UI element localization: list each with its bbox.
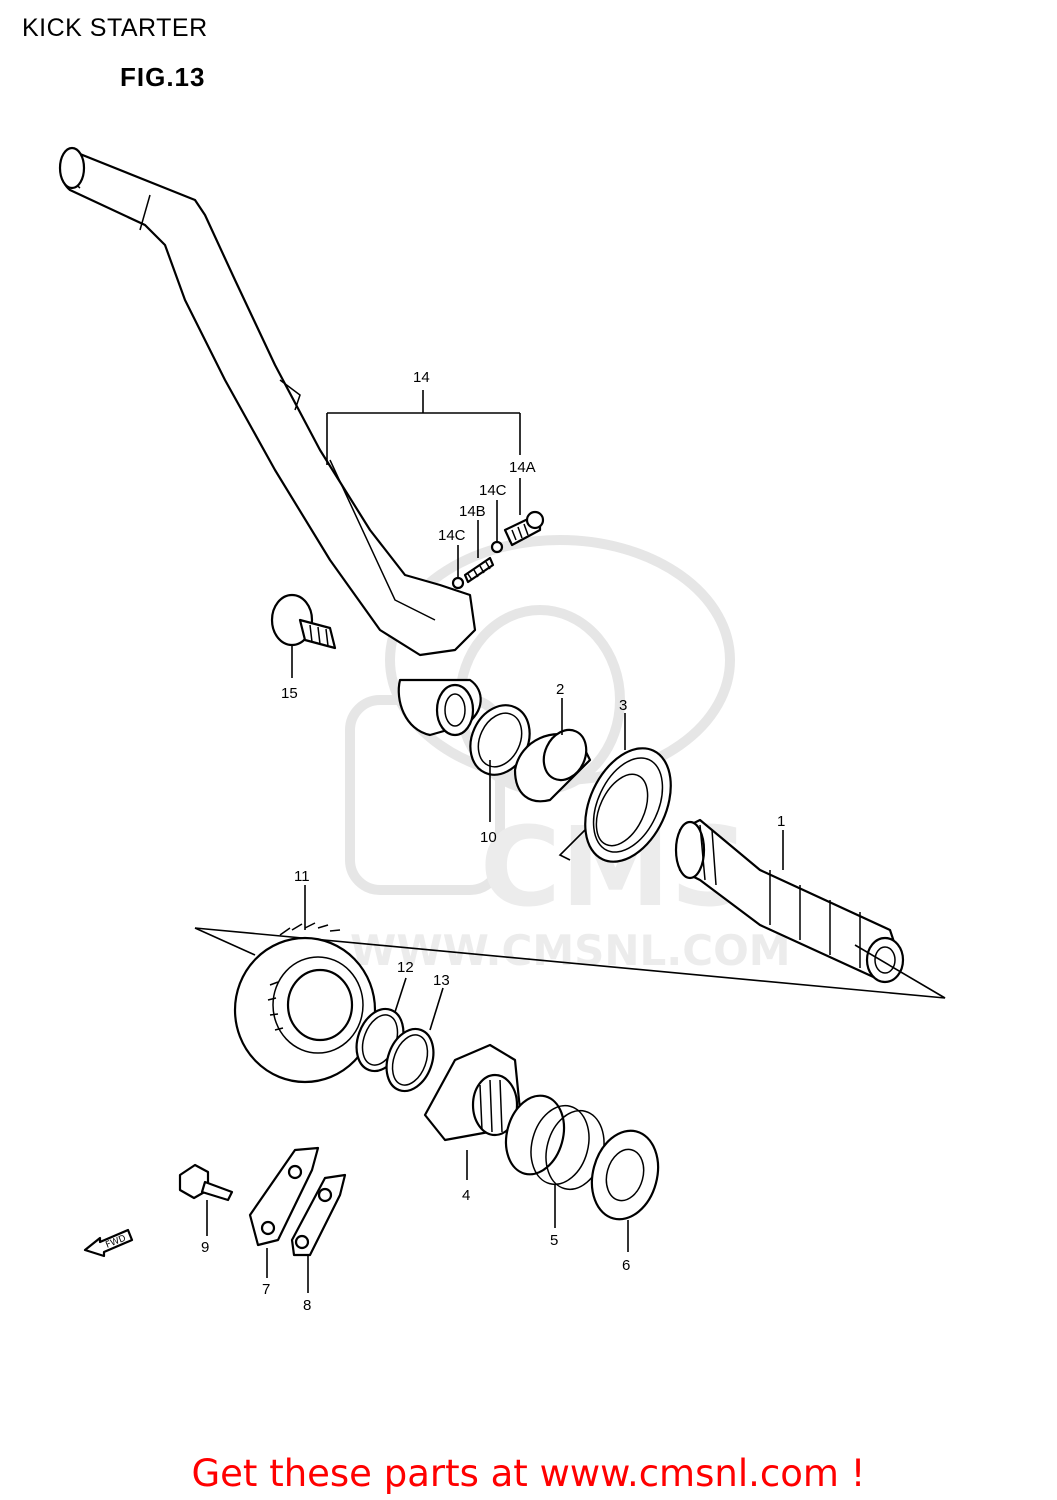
watermark-url: WWW.CMSNL.COM bbox=[350, 926, 791, 975]
figure-label: FIG.13 bbox=[120, 62, 206, 92]
callout-8: 8 bbox=[303, 1297, 311, 1314]
callout-14b: 14B bbox=[459, 503, 486, 520]
callout-11: 11 bbox=[294, 868, 310, 885]
callout-9: 9 bbox=[201, 1239, 209, 1256]
fwd-label: FWD bbox=[104, 1234, 127, 1251]
page-title: KICK STARTER bbox=[22, 14, 208, 42]
callout-7: 7 bbox=[262, 1281, 270, 1298]
leader-lines bbox=[206, 390, 784, 1293]
callout-3: 3 bbox=[619, 697, 627, 714]
assembly-guide-lines bbox=[194, 927, 946, 999]
part-2-bushing[interactable] bbox=[513, 723, 594, 803]
callout-10: 10 bbox=[480, 829, 497, 846]
get-parts-link[interactable]: Get these parts at www.cmsnl.com ! bbox=[191, 1452, 866, 1495]
part-13-circlip[interactable] bbox=[378, 1022, 441, 1097]
part-4-ratchet[interactable] bbox=[423, 1043, 522, 1142]
callout-14c-lower: 14C bbox=[438, 527, 466, 544]
part-8-plate[interactable] bbox=[290, 1173, 347, 1257]
part-10-seal[interactable] bbox=[459, 696, 540, 785]
callout-14: 14 bbox=[413, 369, 430, 386]
part-14-detent[interactable] bbox=[451, 510, 545, 590]
callout-14c-upper: 14C bbox=[479, 482, 507, 499]
part-15-bolt[interactable] bbox=[270, 593, 337, 650]
callout-5: 5 bbox=[550, 1232, 558, 1249]
part-11-gear[interactable] bbox=[233, 922, 377, 1084]
callout-2: 2 bbox=[556, 681, 564, 698]
part-1-shaft[interactable] bbox=[674, 818, 905, 984]
callout-12: 12 bbox=[397, 959, 414, 976]
kick-lever[interactable] bbox=[58, 146, 482, 737]
callout-4: 4 bbox=[462, 1187, 470, 1204]
part-7-plate[interactable] bbox=[248, 1146, 320, 1247]
part-9-bolt[interactable] bbox=[178, 1163, 234, 1202]
part-6-washer[interactable] bbox=[582, 1123, 667, 1226]
callouts: 14 14A 14C 14B 14C 15 2 3 10 1 11 12 13 … bbox=[201, 369, 785, 1314]
callout-6: 6 bbox=[622, 1257, 630, 1274]
fwd-arrow-icon: FWD bbox=[83, 1228, 134, 1258]
callout-1: 1 bbox=[777, 813, 785, 830]
part-3-spring[interactable] bbox=[558, 735, 688, 876]
callout-13: 13 bbox=[433, 972, 450, 989]
callout-14a: 14A bbox=[509, 459, 536, 476]
callout-15: 15 bbox=[281, 685, 298, 702]
